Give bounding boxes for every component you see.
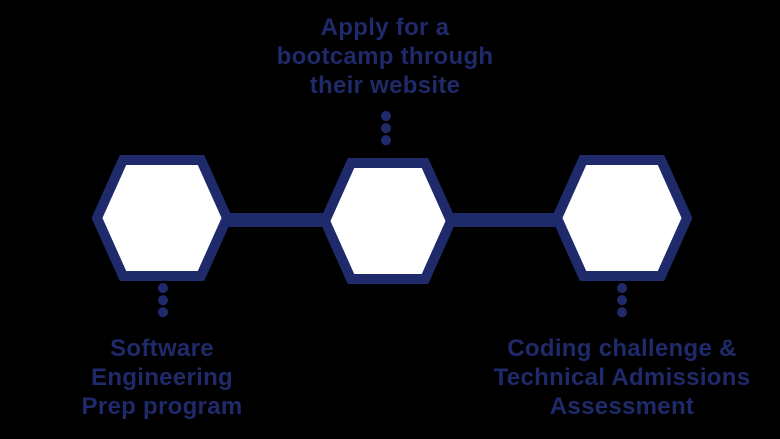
hexagon-step-apply: [319, 158, 457, 284]
label-apply-bootcamp: Apply for a bootcamp through their websi…: [277, 13, 494, 100]
connector-bar-middle-right: [450, 213, 555, 227]
label-line: Assessment: [549, 393, 695, 420]
label-line: Software: [110, 335, 214, 362]
hexagon-step-assessment: [551, 155, 693, 281]
label-line: Apply for a: [320, 14, 450, 41]
label-line: Coding challenge &: [507, 335, 737, 362]
label-line: Engineering: [91, 364, 233, 391]
label-software-engineering-prep: Software Engineering Prep program: [82, 334, 243, 421]
label-line: their website: [309, 72, 461, 99]
connector-bar-left-middle: [225, 213, 327, 227]
label-line: Prep program: [81, 393, 243, 420]
label-line: bootcamp through: [276, 43, 494, 70]
hexagon-step-prep: [91, 155, 233, 281]
label-line: Technical Admissions: [493, 364, 751, 391]
label-coding-challenge-assessment: Coding challenge & Technical Admissions …: [494, 334, 751, 421]
